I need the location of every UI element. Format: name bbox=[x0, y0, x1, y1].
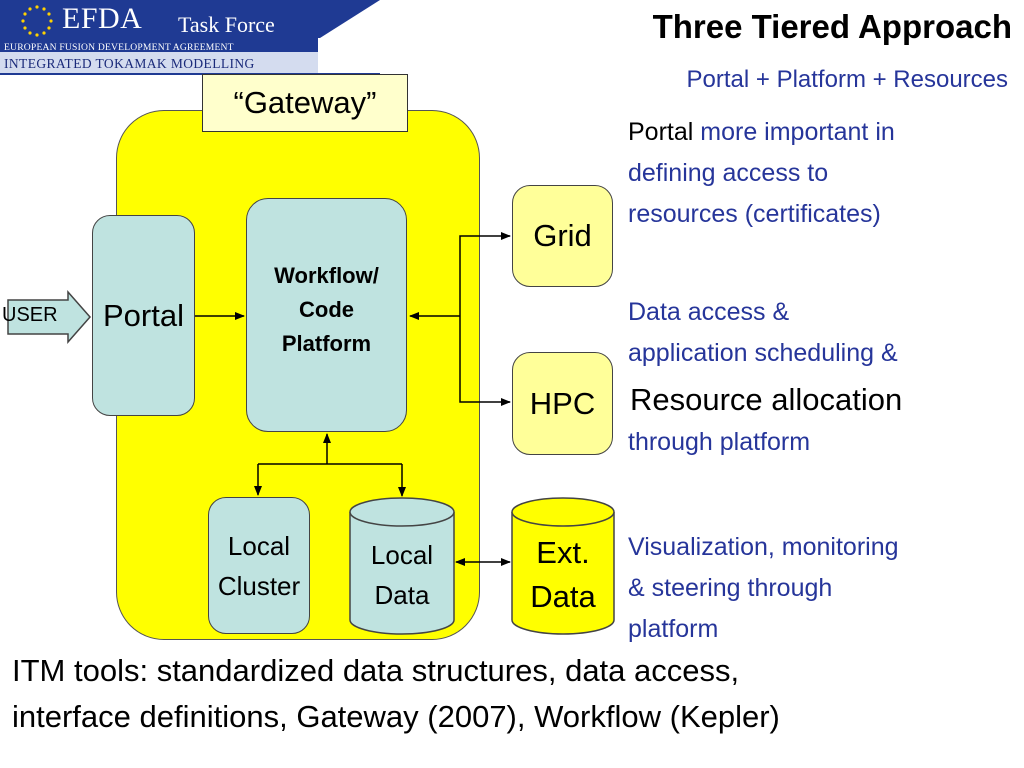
logo-agreement: EUROPEAN FUSION DEVELOPMENT AGREEMENT bbox=[4, 42, 234, 53]
local-data-label: Local Data bbox=[370, 540, 434, 610]
portal-box: Portal bbox=[92, 215, 195, 416]
user-label: USER bbox=[2, 304, 58, 326]
note-vis-line-1: Visualization, monitoring bbox=[628, 533, 899, 561]
note-visualization: Visualization, monitoring & steering thr… bbox=[628, 527, 899, 650]
note-vis-line-2: & steering through bbox=[628, 574, 833, 602]
ext-data-label: Ext. Data bbox=[530, 535, 596, 614]
workflow-platform-box: Workflow/ Code Platform bbox=[246, 198, 407, 432]
ext-data-cylinder bbox=[511, 497, 615, 635]
note-portal-line-2: defining access to bbox=[628, 159, 829, 187]
gateway-label: “Gateway” bbox=[202, 74, 408, 132]
logo-efda: EFDA bbox=[62, 2, 143, 35]
note-portal: Portal more important in defining access… bbox=[628, 112, 895, 235]
note-portal-rest: more important in bbox=[693, 118, 895, 146]
logo-task-force: Task Force bbox=[178, 12, 275, 37]
grid-box: Grid bbox=[512, 185, 613, 287]
eu-stars-icon bbox=[21, 5, 53, 37]
note-data-line-2: application scheduling & bbox=[628, 339, 898, 367]
note-resource-allocation: Resource allocation bbox=[630, 382, 903, 417]
user-arrow bbox=[7, 290, 91, 344]
local-data-cylinder bbox=[349, 497, 455, 635]
note-portal-word: Portal bbox=[628, 118, 694, 146]
bottom-text-line-1: ITM tools: standardized data structures,… bbox=[12, 653, 740, 688]
logo-program: INTEGRATED TOKAMAK MODELLING bbox=[4, 56, 255, 71]
local-cluster-label: Local Cluster bbox=[217, 530, 301, 601]
note-data-line-1: Data access & bbox=[628, 298, 790, 326]
slide-title: Three Tiered Approach bbox=[652, 8, 1012, 45]
local-cluster-box: Local Cluster bbox=[208, 497, 310, 634]
bottom-text-line-2: interface definitions, Gateway (2007), W… bbox=[12, 699, 780, 734]
hpc-box: HPC bbox=[512, 352, 613, 455]
efda-logo-banner bbox=[0, 0, 380, 75]
note-data-access: Data access & application scheduling & bbox=[628, 292, 898, 374]
note-portal-line-3: resources (certificates) bbox=[628, 200, 881, 228]
workflow-platform-label: Workflow/ Code Platform bbox=[274, 263, 379, 356]
note-vis-line-3: platform bbox=[628, 615, 719, 643]
slide-subtitle: Portal + Platform + Resources bbox=[686, 66, 1008, 93]
note-through-platform: through platform bbox=[628, 428, 811, 456]
